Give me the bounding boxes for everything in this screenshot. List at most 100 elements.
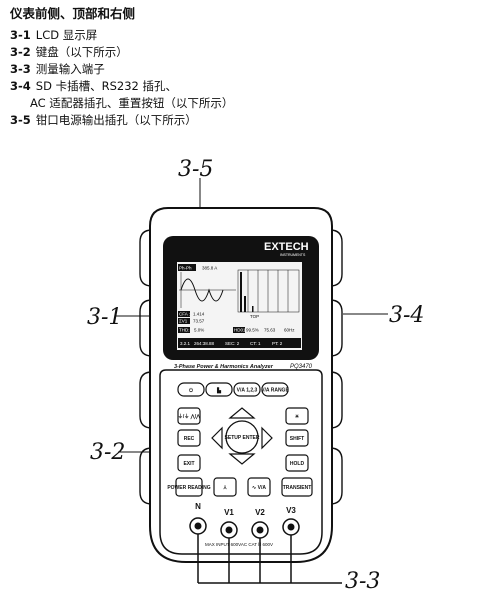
transient-label: TRANSIENT: [283, 485, 312, 491]
list-item: 3-1 LCD 显示屏: [10, 28, 490, 45]
lcd-freq-value: 60Hz: [284, 328, 295, 333]
callout-3-2: 3-2: [90, 440, 125, 465]
lcd-v1-label: ΣV1: [179, 319, 188, 324]
side-grips: [139, 229, 343, 505]
shift-button[interactable]: [285, 429, 309, 447]
jack-label-v2: V2: [255, 508, 265, 517]
lcd-mode-box: [178, 264, 196, 271]
lcd-status-bar: [178, 338, 301, 348]
item-number: 3-4: [10, 79, 31, 93]
transient-button[interactable]: [281, 477, 313, 497]
hold-button[interactable]: [285, 454, 309, 472]
phase-icon: ⏚/⏚ ⋀/⋀: [178, 413, 201, 420]
section-heading: 仪表前侧、顶部和右侧: [10, 6, 136, 21]
jack-label-n: N: [195, 502, 201, 511]
item-number: 3-2: [10, 45, 31, 59]
list-item-continuation: AC 适配器插孔、重置按钮（以下所示）: [10, 96, 490, 113]
va-range-button[interactable]: [261, 382, 289, 397]
item-text: AC 适配器插孔、重置按钮（以下所示）: [30, 96, 234, 110]
right-arrow-button[interactable]: [261, 426, 273, 450]
item-text: 测量输入端子: [35, 62, 105, 76]
power-reading-label: POWER READING: [167, 485, 210, 491]
va-123-label: V/A 1,2,3: [237, 388, 258, 394]
phasor-button[interactable]: [213, 477, 237, 497]
list-item: 3-3 测量输入端子: [10, 62, 490, 79]
backlight-icon: ☀: [295, 414, 300, 420]
va-range-label: V/A RANGE: [261, 388, 289, 394]
power-icon: ⏻: [189, 388, 193, 394]
input-terminals: N V1 V2 V3 MAX INPUT 600VAC CAT Ⅲ 600V: [189, 502, 300, 547]
lcd-screen[interactable]: [177, 262, 302, 350]
item-text: SD 卡插槽、RS232 插孔、: [35, 79, 177, 93]
item-number: 3-3: [10, 62, 31, 76]
item-number: 3-1: [10, 28, 31, 42]
lcd-status-item: 264:38.88: [194, 341, 215, 346]
keypad-panel: [159, 369, 323, 555]
jack-label-v1: V1: [224, 508, 234, 517]
callout-3-4: 3-4: [389, 303, 424, 328]
exit-label: EXIT: [183, 461, 194, 467]
left-arrow-button[interactable]: [211, 426, 223, 450]
input-rating: MAX INPUT 600VAC CAT Ⅲ 600V: [205, 542, 273, 547]
power-button[interactable]: [177, 382, 205, 397]
callout-lines-3-3: [197, 534, 342, 584]
lcd-hd-label: HD01: [234, 328, 246, 333]
lcd-top-label: TOP: [250, 314, 259, 319]
lcd-harmonic-bar: [240, 272, 242, 312]
lcd-thd-value: 5.0%: [194, 328, 204, 333]
navigation-pad: SETUP ENTER: [211, 407, 273, 465]
item-number: 3-5: [10, 113, 31, 127]
lcd-status-item: PT: 2: [272, 341, 283, 346]
list-item: 3-2 键盘（以下所示）: [10, 45, 490, 62]
up-arrow-button[interactable]: [228, 407, 256, 419]
backlight-button[interactable]: [285, 407, 309, 425]
item-text: 钳口电源输出插孔（以下所示）: [35, 113, 197, 127]
phasor-icon: ⅄: [222, 485, 227, 491]
mode-icon: ▙: [216, 387, 221, 394]
waveform-button[interactable]: [247, 477, 271, 497]
model-number: PQ3470: [290, 364, 313, 370]
brand-logo: EXTECH: [264, 241, 309, 253]
setup-enter-label: SETUP ENTER: [225, 435, 260, 441]
lcd-hz-value: 75.63: [264, 328, 276, 333]
va-123-button[interactable]: [233, 382, 261, 397]
hold-label: HOLD: [290, 461, 305, 467]
top-button-row: ⏻ ▙ V/A 1,2,3 V/A RANGE: [177, 382, 289, 397]
callout-3-5: 3-5: [178, 157, 213, 182]
lcd-v1-value: 73.57: [193, 319, 205, 324]
lcd-range: 385.8 A: [202, 266, 217, 271]
lcd-cf-value: 1.414: [193, 312, 205, 317]
lcd-status-item: SEC: 2: [225, 341, 240, 346]
lcd-hd-value: 99.5%: [246, 328, 259, 333]
lcd-status-item: 3.2.1: [180, 341, 191, 346]
rec-label: REC: [184, 436, 195, 442]
callout-3-1: 3-1: [87, 305, 122, 330]
item-text: LCD 显示屏: [35, 28, 98, 42]
jack-label-v3: V3: [286, 506, 296, 515]
lcd-cf-label: CFA :: [179, 312, 190, 317]
exit-button[interactable]: [177, 454, 201, 472]
list-item: 3-4 SD 卡插槽、RS232 插孔、: [10, 79, 490, 96]
shift-label: SHIFT: [290, 436, 304, 442]
brand-sub: INSTRUMENTS: [280, 253, 306, 257]
callout-3-3: 3-3: [345, 569, 380, 594]
model-label: 3-Phase Power & Harmonics Analyzer: [174, 364, 274, 370]
setup-enter-button[interactable]: [225, 420, 259, 454]
lcd-thd-label: THD:: [179, 328, 190, 333]
backlight-mode-button[interactable]: [205, 382, 233, 397]
phase-button[interactable]: [177, 407, 201, 425]
document-text: 仪表前侧、顶部和右侧 3-1 LCD 显示屏 3-2 键盘（以下所示） 3-3 测量输…: [10, 6, 490, 130]
lcd-harmonics-grid: [237, 269, 300, 313]
lcd-status-item: CT: 1: [250, 341, 261, 346]
lcd-waveform: [180, 278, 224, 302]
waveform-icon: ∿ V/A: [252, 485, 266, 491]
lcd-harmonic-bar: [244, 296, 246, 312]
down-arrow-button[interactable]: [228, 453, 256, 465]
lcd-harmonic-bar: [252, 306, 254, 312]
lcd-mode: Ph-Ph: [179, 266, 192, 271]
list-item: 3-5 钳口电源输出插孔（以下所示）: [10, 113, 490, 130]
item-text: 键盘（以下所示）: [35, 45, 128, 59]
rec-button[interactable]: [177, 429, 201, 447]
power-reading-button[interactable]: [175, 477, 203, 497]
